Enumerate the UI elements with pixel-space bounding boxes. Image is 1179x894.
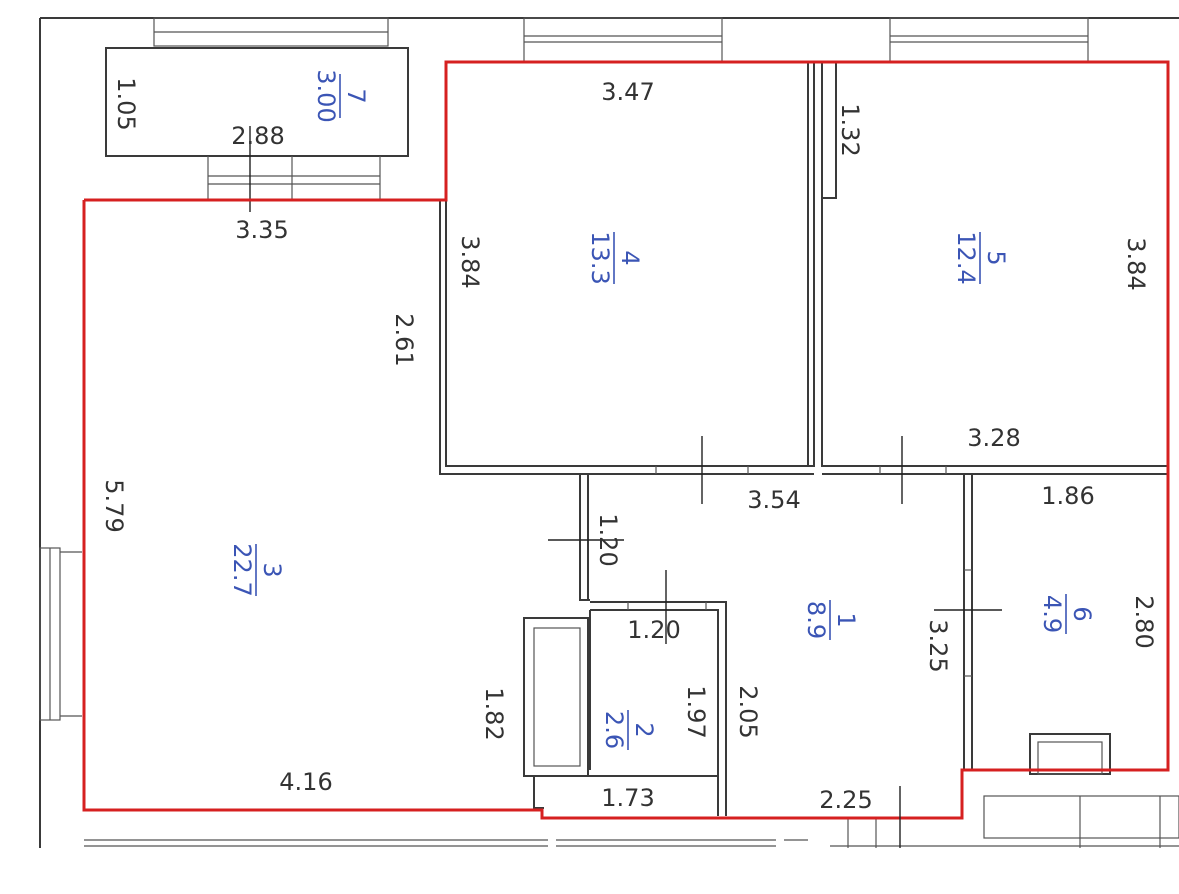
room-number: 7 (342, 88, 370, 103)
room-label-1: 1 8.9 (802, 600, 860, 640)
room6-fixture (1029, 733, 1111, 775)
room-area: 2.6 (600, 711, 628, 749)
wall-room4-left (439, 200, 586, 475)
window-top-2 (523, 17, 723, 63)
room-label-3: 3 22.7 (228, 543, 286, 596)
wall-hall-left (579, 474, 590, 601)
dimension-labels: 3.47 3.28 2.88 3.35 3.54 1.86 1.20 4.16 … (100, 77, 1158, 814)
wall-bath-top (590, 601, 727, 816)
dim-room6-width: 1.86 (1041, 482, 1094, 510)
window-top-1 (153, 17, 389, 47)
room-number: 2 (630, 722, 658, 737)
dim-balcony-width: 2.88 (231, 122, 284, 150)
room-number: 6 (1068, 606, 1096, 621)
wall-room5-niche (821, 62, 837, 199)
dim-bath-width-bottom: 1.73 (601, 784, 654, 812)
dim-room3-top-width: 3.35 (235, 216, 288, 244)
dim-hall-bottom-width: 2.25 (819, 786, 872, 814)
wall-room5-bottom (821, 198, 1168, 467)
room-area: 13.3 (586, 231, 614, 284)
dim-room3-bottom-width: 4.16 (279, 768, 332, 796)
room-number: 5 (982, 250, 1010, 265)
dim-balcony-height: 1.05 (112, 77, 140, 130)
dim-bath-height-right: 2.05 (734, 685, 762, 738)
room-number: 4 (616, 250, 644, 265)
dim-bath-height-left: 1.97 (682, 685, 710, 738)
dim-room4-width: 3.47 (601, 78, 654, 106)
dim-room5-height-right: 3.84 (1122, 237, 1150, 290)
dim-room4-height: 3.84 (456, 235, 484, 288)
wall-room4 (445, 62, 815, 467)
dim-room3-inner-height: 2.61 (390, 313, 418, 366)
bottom-walls (84, 795, 1179, 848)
room-label-2: 2 2.6 (600, 710, 658, 750)
dim-room3-height: 5.79 (100, 479, 128, 532)
room-label-4: 4 13.3 (586, 231, 644, 284)
window-left (39, 547, 82, 721)
room-area: 22.7 (228, 543, 256, 596)
balcony (105, 47, 409, 212)
dim-hall-width: 3.54 (747, 486, 800, 514)
room-labels: 7 3.00 4 13.3 5 12.4 3 22.7 1 8.9 6 4.9 (228, 69, 1096, 750)
dim-hall-height: 3.25 (924, 619, 952, 672)
room-number: 3 (258, 562, 286, 577)
room-number: 1 (832, 612, 860, 627)
outer-walls (39, 17, 1179, 848)
room-label-7: 7 3.00 (312, 69, 370, 122)
dim-room3-niche-height: 1.82 (480, 687, 508, 740)
dim-hall-passage: 1.20 (594, 513, 622, 566)
dim-bath-width-top: 1.20 (627, 616, 680, 644)
room-label-6: 6 4.9 (1038, 594, 1096, 634)
room-label-5: 5 12.4 (952, 231, 1010, 284)
wall-bath-inner (590, 609, 719, 816)
room-area: 4.9 (1038, 595, 1066, 633)
interior-walls (439, 62, 1168, 816)
room-area: 12.4 (952, 231, 980, 284)
apartment-boundary (82, 60, 1170, 820)
dim-room6-height: 2.80 (1130, 595, 1158, 648)
room-area: 3.00 (312, 69, 340, 122)
dimension-ticks (548, 436, 1002, 848)
dim-room5-width: 3.28 (967, 424, 1020, 452)
dim-room5-height-left: 1.32 (836, 103, 864, 156)
room-area: 8.9 (802, 601, 830, 639)
window-top-3 (889, 17, 1089, 63)
